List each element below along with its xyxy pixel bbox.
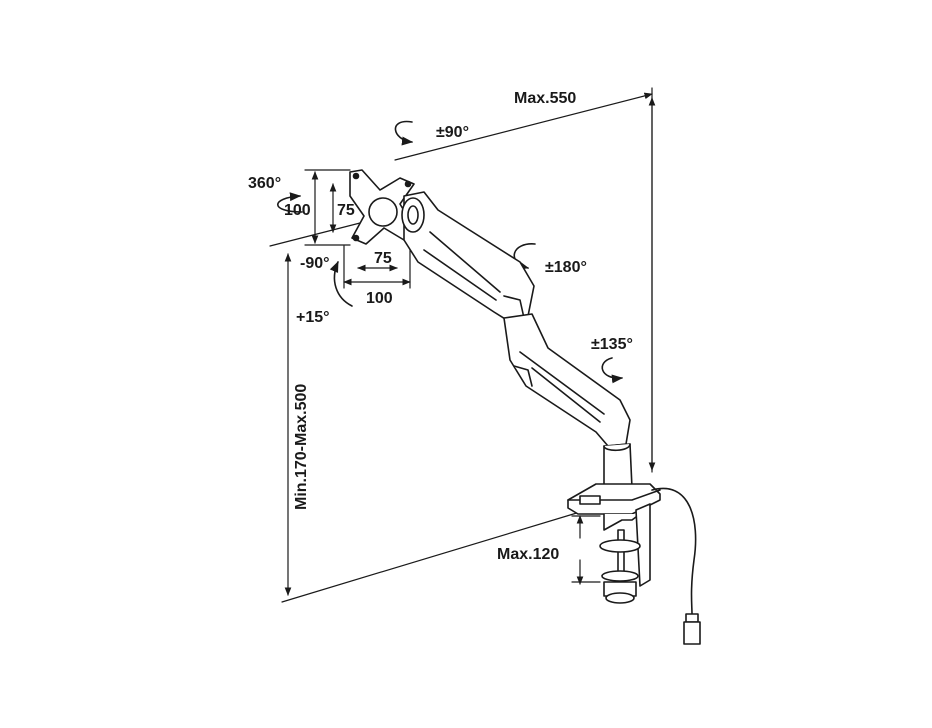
desk-clamp: [567, 483, 661, 604]
clamp-max-label: Max.120: [497, 546, 559, 563]
vesa-75-vertical-label: 75: [337, 202, 355, 219]
plate-rotation-label: 360°: [248, 175, 281, 192]
pole: [603, 443, 633, 491]
head-tilt-arrow-icon: [394, 120, 414, 146]
vesa-100-horizontal-label: 100: [366, 290, 393, 307]
cable: [651, 487, 701, 645]
vesa-dimensions: [304, 169, 411, 289]
vesa-75-horizontal-label: 75: [374, 250, 392, 267]
upper-arm-swivel-label: ±180°: [545, 259, 587, 276]
lower-arm-swivel-label: ±135°: [591, 336, 633, 353]
height-range-label: Min.170-Max.500: [293, 384, 310, 510]
lower-arm: [503, 313, 631, 447]
max-reach-label: Max.550: [514, 90, 576, 107]
vesa-100-vertical-label: 100: [284, 202, 311, 219]
max-reach-dimension: [394, 87, 656, 473]
upper-arm: [401, 191, 535, 323]
clamp-max-dimension: [571, 515, 601, 585]
tilt-up-label: +15°: [296, 309, 330, 326]
tilt-up-arrow-icon: [329, 260, 353, 307]
tilt-down-label: -90°: [300, 255, 330, 272]
lower-arm-swivel-arrow-icon: [601, 357, 624, 384]
head-tilt-label: ±90°: [436, 124, 469, 141]
plate-rotation-arrow-icon: [277, 192, 303, 213]
